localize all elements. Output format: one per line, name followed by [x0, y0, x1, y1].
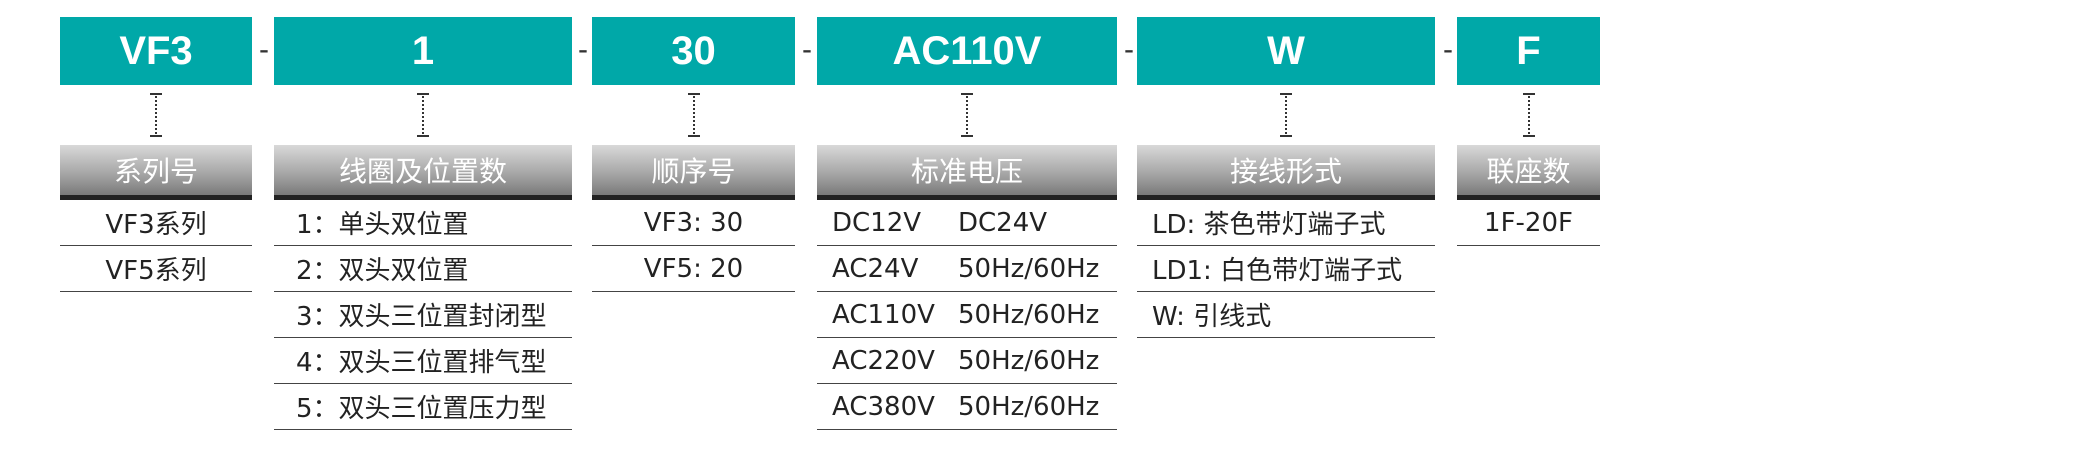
code-wiring-label: W: [1267, 28, 1305, 73]
list-item: 5：双头三位置压力型: [274, 384, 572, 430]
list-item: AC220V 50Hz/60Hz: [817, 338, 1117, 384]
code-box-stations: F: [1457, 17, 1600, 85]
list-item: LD1: 白色带灯端子式: [1137, 246, 1435, 292]
voltage-frequency: 50Hz/60Hz: [958, 391, 1100, 422]
list-item: 1F-20F: [1457, 200, 1600, 246]
list-stations: 1F-20F: [1457, 200, 1600, 246]
header-sequence: 顺序号: [592, 145, 795, 200]
connector-series: [150, 93, 162, 137]
list-item: 4：双头三位置排气型: [274, 338, 572, 384]
code-sequence-label: 30: [671, 28, 716, 73]
list-item: DC12V DC24V: [817, 200, 1117, 246]
list-item: VF3系列: [60, 200, 252, 246]
list-item: 3：双头三位置封闭型: [274, 292, 572, 338]
header-series: 系列号: [60, 145, 252, 200]
list-item: 2：双头双位置: [274, 246, 572, 292]
connector-stations: [1523, 93, 1535, 137]
header-voltage: 标准电压: [817, 145, 1117, 200]
code-box-series: VF3: [60, 17, 252, 85]
voltage-value: AC220V: [832, 345, 935, 376]
connector-coil: [417, 93, 429, 137]
header-coil: 线圈及位置数: [274, 145, 572, 200]
code-box-voltage: AC110V: [817, 17, 1117, 85]
list-sequence: VF3: 30 VF5: 20: [592, 200, 795, 292]
code-coil-label: 1: [411, 28, 435, 73]
voltage-frequency: 50Hz/60Hz: [958, 299, 1100, 330]
code-voltage-label: AC110V: [892, 28, 1042, 73]
list-item: VF5系列: [60, 246, 252, 292]
voltage-frequency: 50Hz/60Hz: [958, 345, 1100, 376]
list-item: AC24V 50Hz/60Hz: [817, 246, 1117, 292]
list-coil: 1：单头双位置 2：双头双位置 3：双头三位置封闭型 4：双头三位置排气型 5：…: [274, 200, 572, 430]
code-series-label: VF3: [119, 28, 193, 73]
separator-dash: -: [259, 33, 269, 66]
voltage-value: AC110V: [832, 299, 935, 330]
connector-sequence: [688, 93, 700, 137]
separator-dash: -: [1124, 33, 1134, 66]
list-item: 1：单头双位置: [274, 200, 572, 246]
voltage-value: DC12V: [832, 207, 922, 238]
list-item: W: 引线式: [1137, 292, 1435, 338]
voltage-value: AC24V: [832, 253, 919, 284]
list-item: VF5: 20: [592, 246, 795, 292]
connector-voltage: [961, 93, 973, 137]
separator-dash: -: [1443, 33, 1453, 66]
connector-wiring: [1280, 93, 1292, 137]
list-item: LD: 茶色带灯端子式: [1137, 200, 1435, 246]
header-stations: 联座数: [1457, 145, 1600, 200]
list-item: VF3: 30: [592, 200, 795, 246]
header-wiring: 接线形式: [1137, 145, 1435, 200]
separator-dash: -: [802, 33, 812, 66]
voltage-frequency: DC24V: [958, 207, 1048, 238]
voltage-value: AC380V: [832, 391, 935, 422]
list-voltage: DC12V DC24V AC24V 50Hz/60Hz AC110V 50Hz/…: [817, 200, 1117, 430]
code-box-sequence: 30: [592, 17, 795, 85]
list-wiring: LD: 茶色带灯端子式 LD1: 白色带灯端子式 W: 引线式: [1137, 200, 1435, 338]
list-item: AC110V 50Hz/60Hz: [817, 292, 1117, 338]
voltage-frequency: 50Hz/60Hz: [958, 253, 1100, 284]
code-stations-label: F: [1516, 28, 1541, 73]
list-item: AC380V 50Hz/60Hz: [817, 384, 1117, 430]
code-box-coil: 1: [274, 17, 572, 85]
list-series: VF3系列 VF5系列: [60, 200, 252, 292]
code-box-wiring: W: [1137, 17, 1435, 85]
separator-dash: -: [578, 33, 588, 66]
